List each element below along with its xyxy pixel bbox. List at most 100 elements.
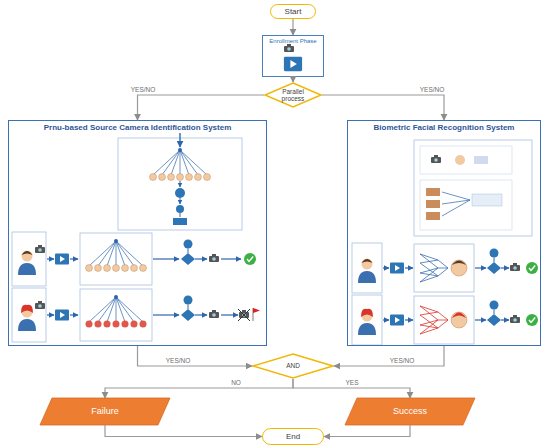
face-sample bbox=[426, 212, 440, 220]
camera-icon bbox=[209, 254, 219, 262]
camera-icon bbox=[510, 263, 520, 271]
flow-connector bbox=[322, 95, 444, 120]
flow-arrow bbox=[47, 258, 54, 259]
inner-frame bbox=[12, 288, 46, 342]
face-tree bbox=[86, 295, 147, 328]
node-text: Failure bbox=[91, 407, 119, 416]
text-wrapper: Start bbox=[271, 5, 315, 18]
flow-connector bbox=[324, 425, 410, 437]
person-icon bbox=[358, 259, 376, 284]
inner-frame bbox=[118, 138, 242, 230]
matcher-icon bbox=[487, 249, 501, 275]
flow-arrow bbox=[180, 181, 181, 187]
video-icon bbox=[390, 263, 404, 274]
camera-icon bbox=[510, 315, 520, 323]
flow-line bbox=[180, 213, 181, 217]
feature-block bbox=[472, 194, 502, 206]
parallelogram-shape bbox=[40, 398, 170, 425]
flow-arrow bbox=[501, 319, 509, 320]
process-box: Enrollment Phase bbox=[262, 35, 324, 77]
inner-frame bbox=[414, 296, 474, 344]
person-icon bbox=[358, 309, 376, 335]
camera-icon bbox=[431, 155, 441, 163]
node-text: Enrollment Phase bbox=[269, 38, 316, 44]
edge-label: NO bbox=[231, 380, 241, 387]
inner-frame bbox=[352, 295, 382, 345]
decision-diamond: Parallel process bbox=[264, 82, 322, 108]
text-wrapper: Enrollment Phase bbox=[263, 36, 323, 76]
system-panel: Biometric Facial Recognition System bbox=[347, 120, 541, 346]
flow-arrow bbox=[70, 258, 78, 259]
camera-icon bbox=[209, 310, 219, 318]
face-sample bbox=[426, 200, 440, 208]
result-parallelogram: Failure bbox=[40, 398, 170, 425]
flow-arrow bbox=[195, 314, 207, 315]
text-wrapper: Biometric Facial Recognition System bbox=[348, 121, 540, 345]
video-icon bbox=[284, 57, 302, 71]
flow-arrow bbox=[405, 267, 413, 268]
flow-arrow bbox=[475, 267, 486, 268]
text-wrapper: Parallel process bbox=[264, 82, 322, 108]
flow-arrow bbox=[179, 133, 180, 147]
process-node bbox=[176, 205, 184, 213]
flow-arrow bbox=[195, 258, 207, 259]
person-icon bbox=[18, 251, 36, 276]
text-wrapper: Prnu-based Source Camera Identification … bbox=[9, 121, 266, 345]
node-text: Parallel process bbox=[278, 88, 308, 102]
flow-arrow bbox=[221, 258, 241, 259]
result-parallelogram: Success bbox=[345, 398, 475, 425]
fingerprint-block bbox=[173, 218, 187, 225]
edge-label: YES bbox=[345, 380, 358, 387]
flow-arrow bbox=[70, 314, 78, 315]
node-text: AND bbox=[286, 362, 300, 369]
flow-arrow bbox=[221, 314, 238, 315]
diamond-shape bbox=[253, 354, 333, 378]
video-icon bbox=[390, 315, 404, 326]
flow-arrow bbox=[47, 314, 54, 315]
face-tree bbox=[86, 239, 147, 272]
flow-connector bbox=[138, 95, 265, 120]
id-image-panel bbox=[420, 146, 512, 174]
video-icon bbox=[284, 57, 302, 71]
rejected-camera-icon bbox=[238, 308, 260, 321]
flow-connector bbox=[105, 379, 293, 398]
flow-arrow bbox=[383, 267, 389, 268]
inner-frame bbox=[12, 232, 46, 286]
text-wrapper: End bbox=[263, 429, 323, 444]
edge-label: YES/NO bbox=[166, 358, 191, 365]
flow-connector bbox=[292, 77, 293, 82]
id-card bbox=[474, 156, 488, 164]
flow-arrow bbox=[475, 319, 486, 320]
edge-label: YES/NO bbox=[131, 87, 156, 94]
face-network bbox=[420, 306, 467, 334]
node-text: Success bbox=[393, 407, 427, 416]
inner-frame bbox=[352, 243, 382, 293]
face-network bbox=[420, 254, 467, 282]
parallelogram-shape bbox=[345, 398, 475, 425]
edge-label: YES/NO bbox=[390, 358, 415, 365]
flow-connector bbox=[293, 379, 410, 398]
check-icon bbox=[244, 253, 256, 265]
flow-arrow bbox=[383, 319, 389, 320]
link-lines bbox=[442, 192, 470, 216]
flow-arrow bbox=[405, 319, 413, 320]
matcher-icon bbox=[487, 301, 501, 327]
edge-label: YES/NO bbox=[420, 87, 445, 94]
text-wrapper: Failure bbox=[40, 398, 170, 425]
flow-arrow bbox=[153, 314, 179, 315]
node-text: Start bbox=[285, 8, 302, 16]
check-icon bbox=[526, 262, 538, 274]
person-icon bbox=[18, 305, 36, 331]
matcher-icon bbox=[181, 296, 195, 322]
terminal-pill: Start bbox=[270, 4, 316, 19]
terminal-pill: End bbox=[262, 428, 324, 445]
face-sample bbox=[426, 188, 440, 196]
camera-icon bbox=[35, 245, 45, 253]
flow-connector bbox=[292, 19, 293, 35]
diamond-shape bbox=[265, 83, 321, 107]
matcher-icon bbox=[181, 240, 195, 266]
